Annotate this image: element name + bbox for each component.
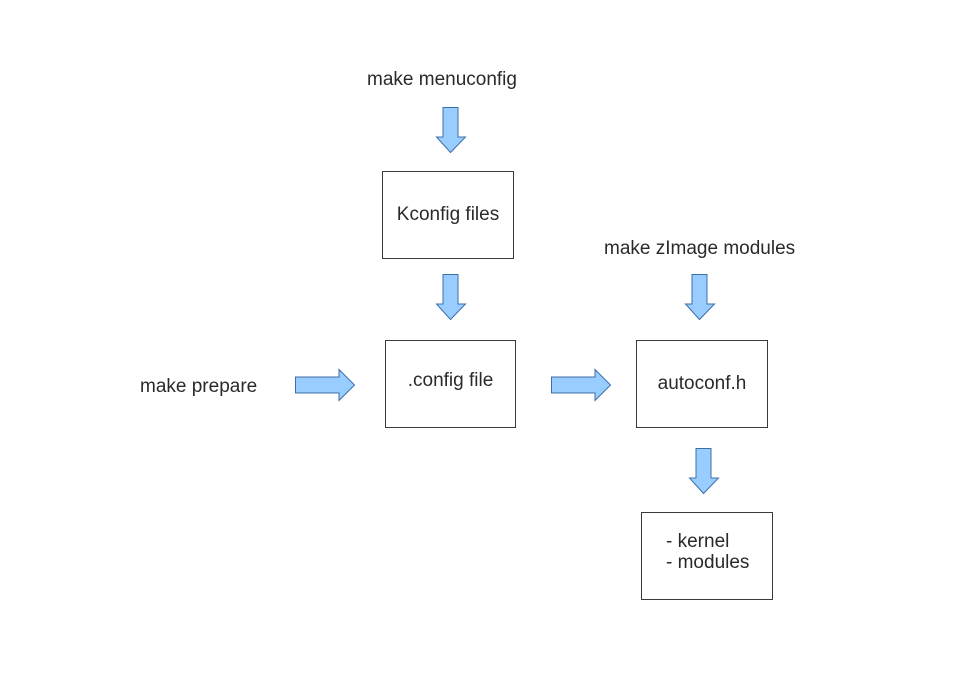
label-make-prepare: make prepare <box>140 376 258 397</box>
build-output-modules: - modules <box>666 552 750 573</box>
box-config-file: .config file <box>385 340 516 428</box>
box-autoconf-h: autoconf.h <box>636 340 768 428</box>
label-make-menuconfig: make menuconfig <box>367 69 517 90</box>
box-kconfig-files: Kconfig files <box>382 171 514 259</box>
arrow-right-shape <box>295 368 356 402</box>
arrow-down-icon <box>435 107 467 154</box>
arrow-down-icon <box>435 274 467 321</box>
box-kconfig-files-label: Kconfig files <box>396 204 500 225</box>
arrow-down-shape <box>435 107 467 154</box>
arrow-down-shape <box>688 448 720 495</box>
box-autoconf-h-label: autoconf.h <box>657 373 747 394</box>
arrow-right-icon <box>295 368 356 402</box>
build-outputs-list: - kernel - modules <box>666 531 749 573</box>
arrow-down-icon <box>688 448 720 495</box>
box-build-outputs: - kernel - modules <box>641 512 773 600</box>
arrow-right-shape <box>551 368 612 402</box>
arrow-right-icon <box>551 368 612 402</box>
box-config-file-label: .config file <box>407 370 494 391</box>
label-make-zimage-modules: make zImage modules <box>604 238 796 259</box>
arrow-down-shape <box>435 274 467 321</box>
build-output-kernel: - kernel <box>666 531 730 552</box>
arrow-down-icon <box>684 274 716 321</box>
arrow-down-shape <box>684 274 716 321</box>
